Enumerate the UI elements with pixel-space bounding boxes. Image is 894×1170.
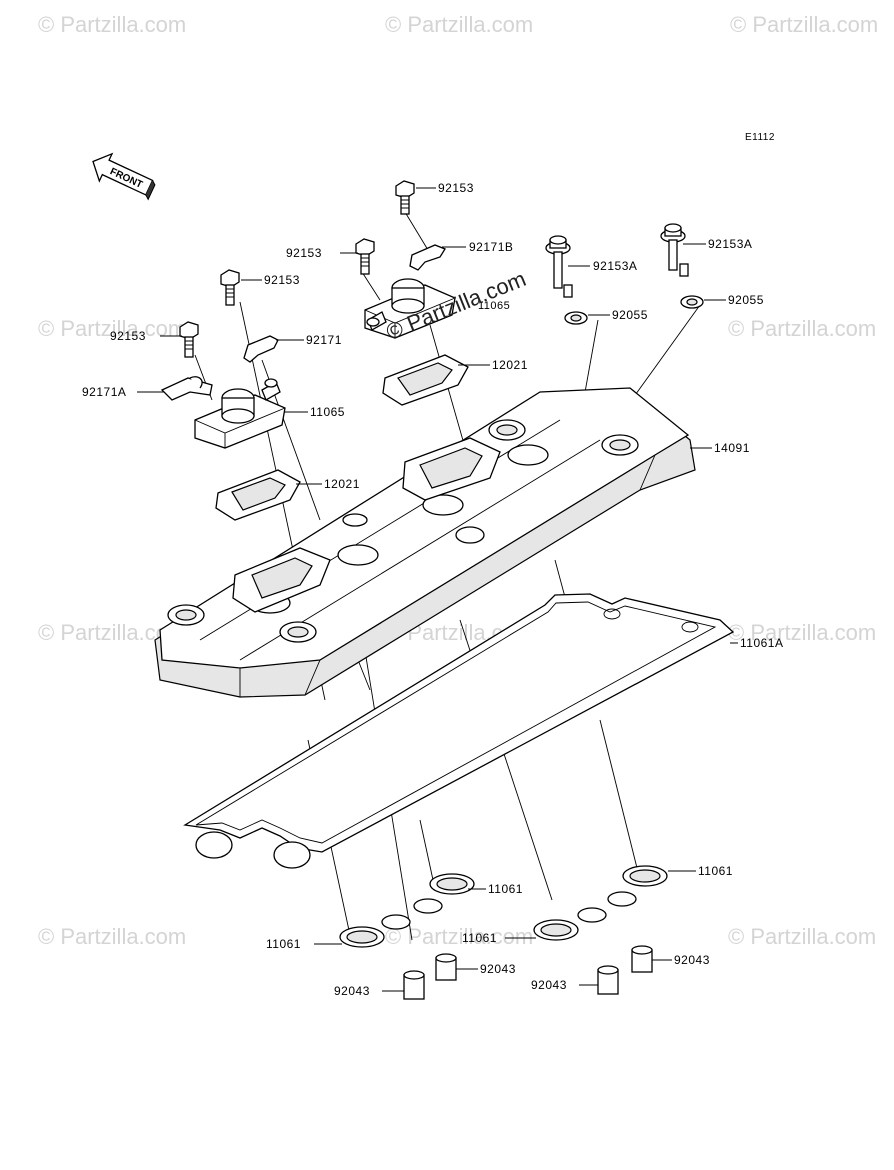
- bolt-92153-top: [395, 180, 415, 215]
- washer-92055-left: [564, 311, 588, 325]
- part-label: 11061: [266, 937, 301, 951]
- watermark: © Partzilla.com: [38, 924, 186, 949]
- part-label: 92153: [438, 181, 474, 195]
- sleeve-92043-b: [435, 953, 457, 981]
- part-label: 92055: [612, 308, 648, 322]
- watermark: © Partzilla.com: [385, 12, 533, 37]
- bolt-92153-mid: [355, 238, 375, 275]
- sleeve-92043-a: [403, 970, 425, 1000]
- watermark: © Partzilla.com: [728, 316, 876, 341]
- bolt-92153A-left: [545, 235, 573, 298]
- watermark: © Partzilla.com: [728, 924, 876, 949]
- part-label: 11061: [488, 882, 523, 896]
- watermark: © Partzilla.com: [728, 620, 876, 645]
- seal-11061-b: [429, 873, 475, 895]
- valve-cover-left: [194, 378, 286, 449]
- part-label: 11061: [462, 931, 497, 945]
- part-labels: 92153 92153 92171B 92153A 92153A 92153 9…: [82, 181, 783, 998]
- bolt-92153-left: [220, 269, 240, 306]
- part-label: 92043: [531, 978, 567, 992]
- clamp-92171A: [160, 376, 213, 401]
- bolt-92153A-right: [660, 223, 689, 277]
- sleeve-92043-c: [597, 965, 619, 995]
- part-label-obscured: 11065: [478, 300, 510, 312]
- part-label: 92171A: [82, 385, 126, 399]
- watermark: © Partzilla.com: [38, 12, 186, 37]
- watermark: © Partzilla.com: [38, 316, 186, 341]
- part-label: 92043: [480, 962, 516, 976]
- part-label: 92153: [264, 273, 300, 287]
- reed-valve-right: [382, 354, 469, 406]
- part-label: 92153: [110, 329, 146, 343]
- seal-11061-c: [533, 891, 637, 941]
- part-label: 12021: [492, 358, 528, 372]
- part-label: 11061: [698, 864, 733, 878]
- part-label: 92043: [334, 984, 370, 998]
- washer-92055-right: [680, 295, 704, 309]
- clamp-92171B: [409, 244, 446, 271]
- part-label: 92171B: [469, 240, 513, 254]
- label-leaders: [137, 187, 738, 992]
- seal-11061-d: [622, 865, 668, 887]
- cover-gasket: [183, 593, 735, 869]
- clamp-92171: [243, 335, 279, 363]
- part-label: 92153A: [593, 259, 637, 273]
- part-label: 11061A: [740, 636, 783, 650]
- watermark: © Partzilla.com: [385, 924, 533, 949]
- reed-valve-left: [215, 469, 301, 521]
- seal-11061-a: [339, 898, 443, 948]
- part-label: 92055: [728, 293, 764, 307]
- part-label: 14091: [714, 441, 750, 455]
- part-label: 92153: [286, 246, 322, 260]
- watermark: © Partzilla.com: [730, 12, 878, 37]
- part-label: 92153A: [708, 237, 752, 251]
- sleeve-92043-d: [631, 945, 653, 973]
- front-arrow-icon: FRONT: [92, 152, 156, 201]
- part-label: 12021: [324, 477, 360, 491]
- cylinder-head-cover: [154, 387, 696, 698]
- part-label: 92043: [674, 953, 710, 967]
- part-label: 92171: [306, 333, 342, 347]
- diagram-code: E1112: [745, 132, 775, 143]
- valve-cover-right: [364, 278, 456, 339]
- part-label: 11065: [310, 405, 345, 419]
